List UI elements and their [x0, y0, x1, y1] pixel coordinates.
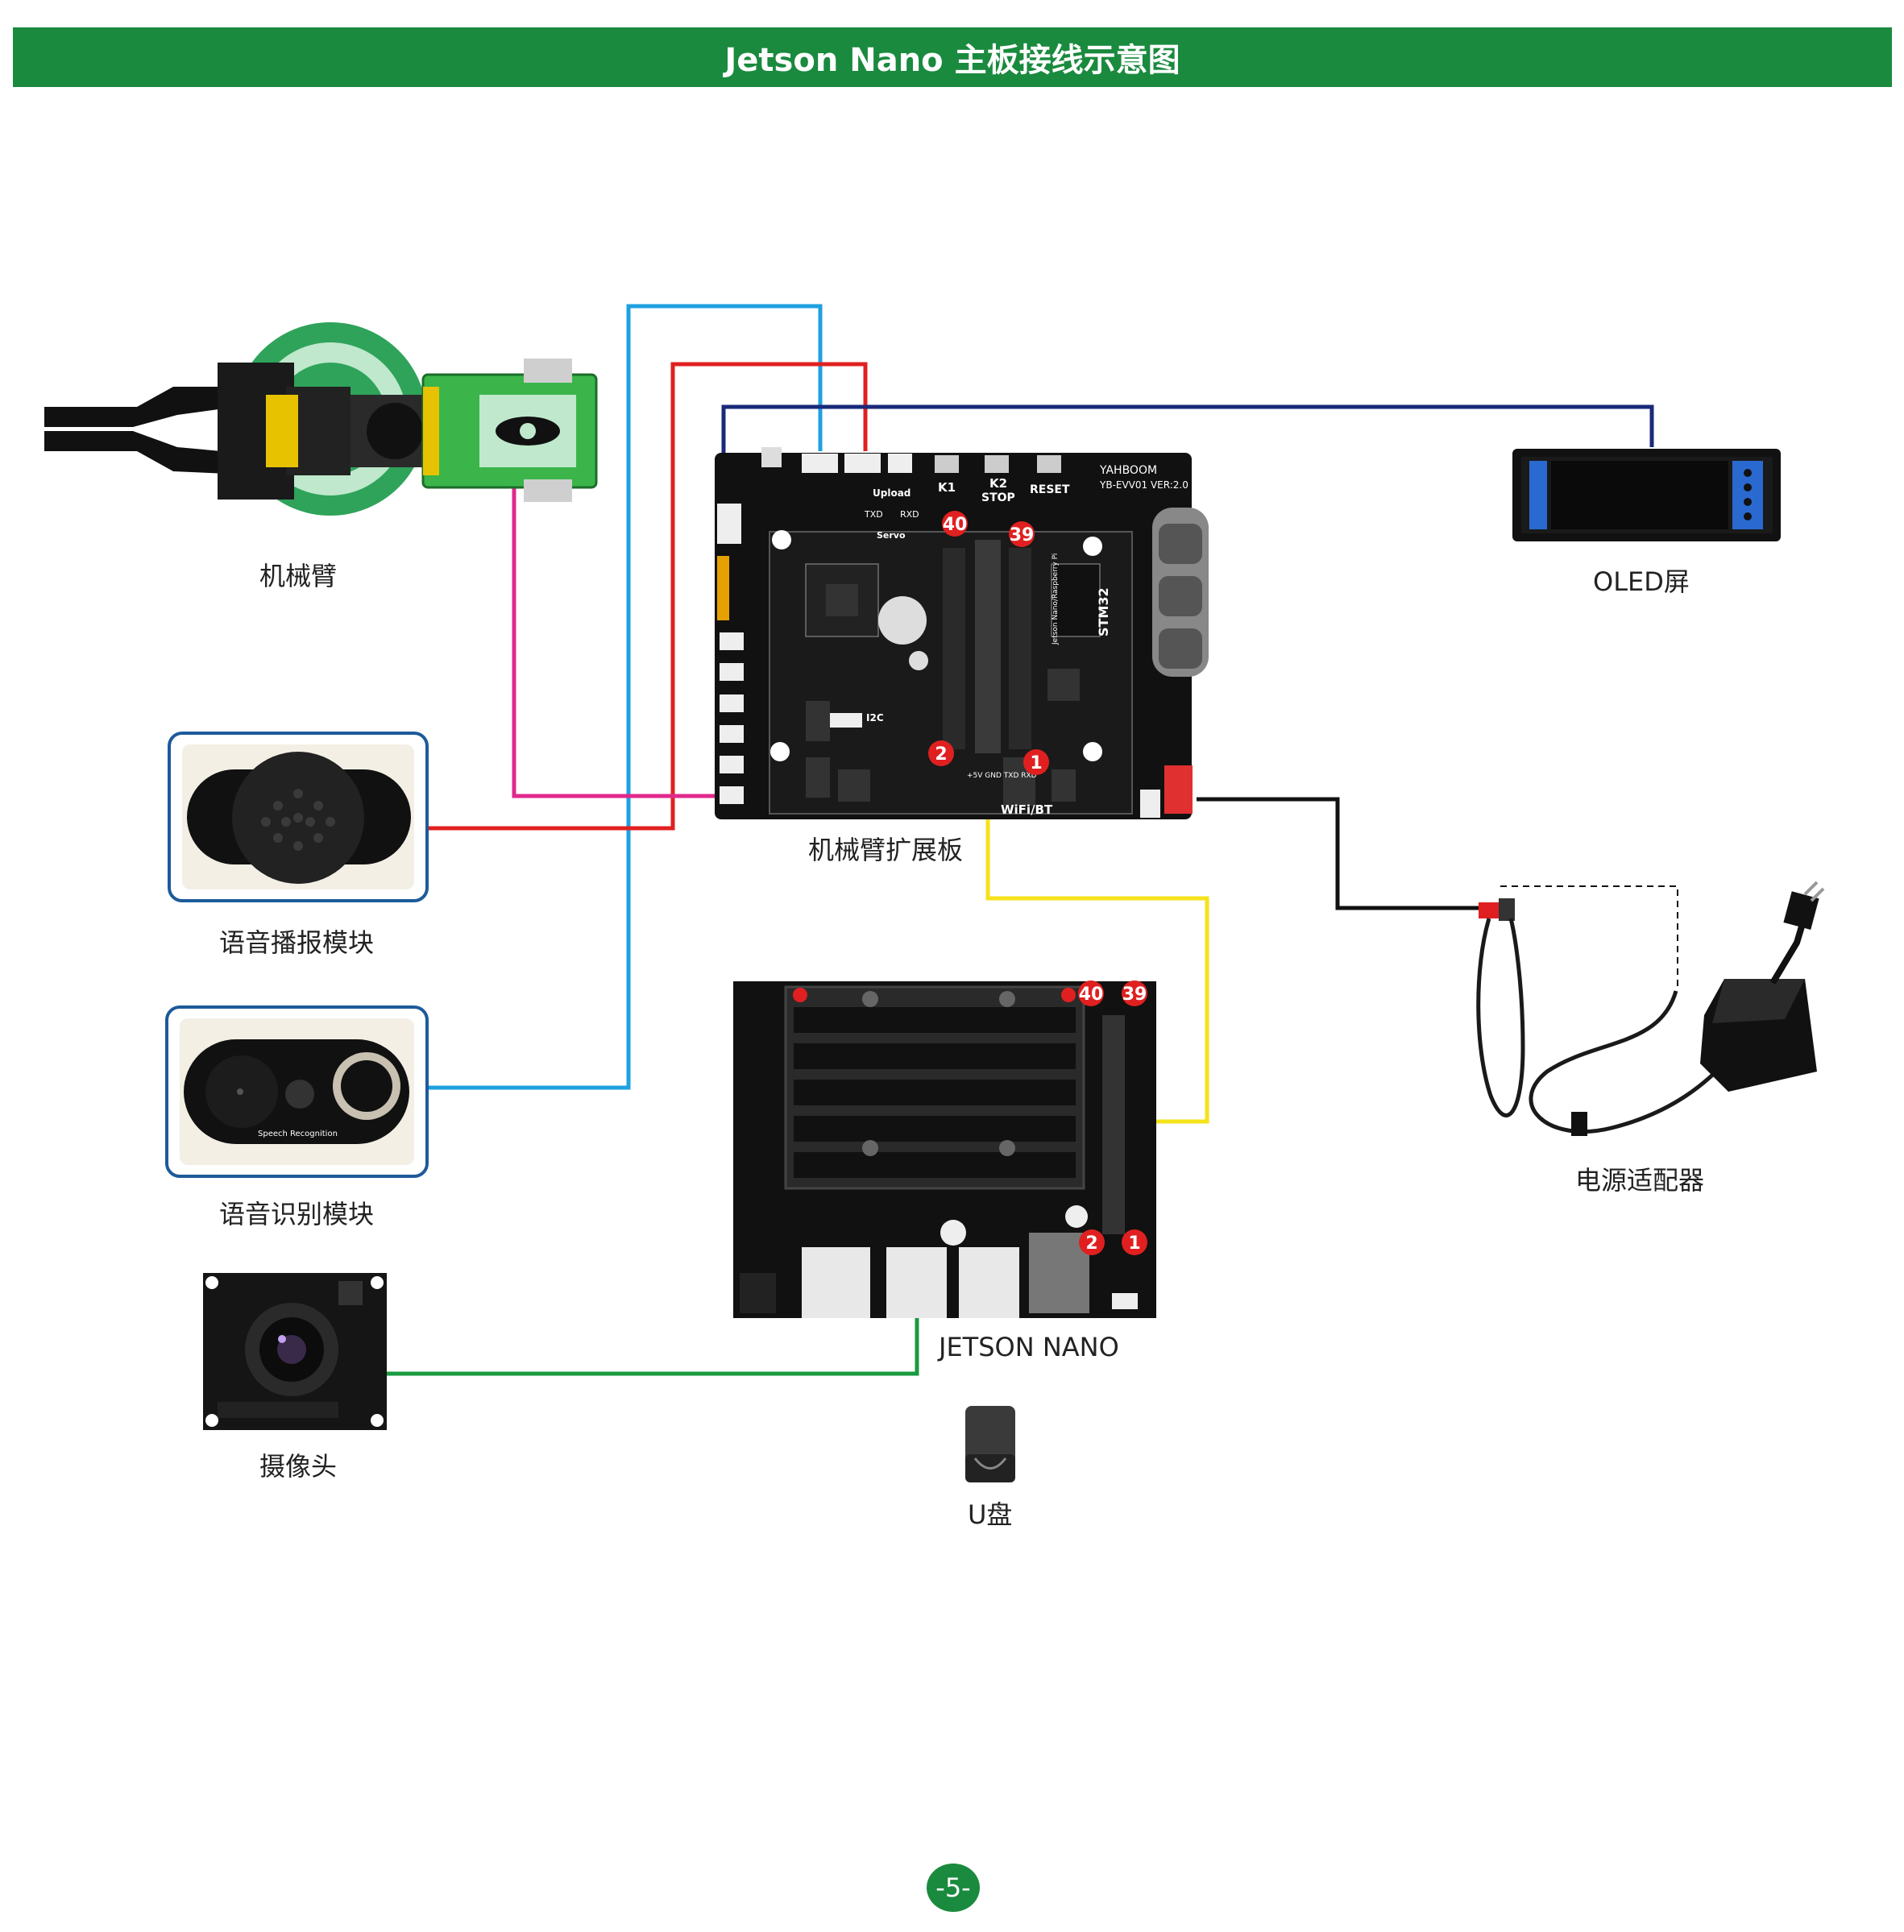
board-reset: RESET — [1030, 483, 1070, 496]
wire-robot-arm — [512, 482, 725, 798]
page-title: Jetson Nano 主板接线示意图 — [724, 42, 1180, 79]
jetson-nano-illustration: 40 39 2 1 — [733, 981, 1156, 1318]
usb-drive-illustration — [965, 1406, 1015, 1482]
board-k1: K1 — [938, 480, 956, 495]
label-camera: 摄像头 — [259, 1451, 338, 1482]
nano-pin-40: 40 — [1079, 985, 1104, 1005]
voice-broadcast-illustration — [168, 732, 429, 902]
label-power-adapter: 电源适配器 — [1575, 1165, 1705, 1196]
label-robot-arm: 机械臂 — [259, 561, 338, 591]
nano-pin-2: 2 — [1085, 1233, 1097, 1254]
board-pin-40: 40 — [943, 515, 968, 535]
board-brand: YAHBOOM — [1099, 464, 1157, 477]
board-pin-39: 39 — [1010, 525, 1035, 545]
label-expansion-board: 机械臂扩展板 — [808, 835, 964, 865]
board-stm32: STM32 — [1096, 587, 1111, 636]
board-serial-labels: +5V GND TXD RXD — [967, 772, 1037, 780]
oled-illustration — [1512, 449, 1781, 541]
wire-header-link — [985, 755, 1209, 1124]
label-voice-broadcast: 语音播报模块 — [219, 927, 375, 958]
board-i2c: I2C — [866, 712, 884, 723]
nano-pin-39: 39 — [1122, 985, 1147, 1005]
wire-voice-broadcast — [427, 362, 868, 831]
robot-arm-illustration — [44, 322, 598, 516]
board-stop: STOP — [981, 491, 1015, 504]
board-servo: Servo — [877, 530, 906, 541]
wire-camera — [377, 1317, 919, 1376]
board-header-label: Jetson Nano/Raspberry Pi — [1052, 553, 1060, 645]
nano-pin-1: 1 — [1128, 1233, 1140, 1254]
wire-power — [1197, 797, 1495, 910]
board-pin-2: 2 — [935, 744, 947, 765]
board-txd: TXD — [864, 509, 883, 520]
board-wifi: WiFi/BT — [1001, 802, 1053, 817]
page-number: -5- — [927, 1864, 980, 1912]
label-oled: OLED屏 — [1593, 566, 1690, 597]
board-upload: Upload — [873, 487, 911, 499]
label-jetson-nano: JETSON NANO — [939, 1332, 1119, 1362]
wire-voice-recognition — [425, 304, 823, 1090]
camera-silk-text: Speech Recognition — [258, 1130, 338, 1138]
camera-illustration — [203, 1273, 387, 1430]
page-title-banner: Jetson Nano 主板接线示意图 — [13, 27, 1892, 87]
board-rxd: RXD — [900, 509, 919, 520]
board-pin-1: 1 — [1030, 753, 1042, 773]
board-model: YB-EVV01 VER:2.0 — [1099, 479, 1188, 491]
voice-recognition-illustration: Speech Recognition — [165, 1005, 429, 1178]
label-voice-recognition: 语音识别模块 — [219, 1199, 375, 1229]
board-k2: K2 — [989, 476, 1007, 491]
label-usb-drive: U盘 — [968, 1499, 1013, 1530]
power-adapter-illustration — [1476, 881, 1825, 1136]
expansion-board-illustration: YAHBOOM YB-EVV01 VER:2.0 K1 K2 STOP RESE… — [715, 447, 1209, 819]
wire-oled — [721, 404, 1654, 459]
